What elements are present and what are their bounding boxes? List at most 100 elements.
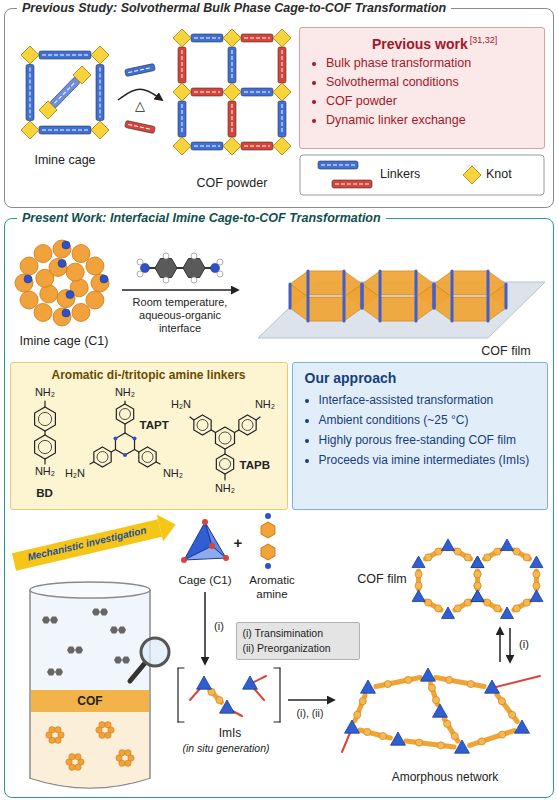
illustration-part [173,137,191,155]
illustration-part [163,277,169,283]
bullet-item: Interface-assisted transformation [319,393,494,407]
amine-group: H₂N [171,398,191,410]
figure-label: Imine cage (C1) [20,334,109,348]
illustration-part [217,259,223,265]
illustration-part [20,291,38,309]
illustration-part [278,47,286,83]
illustration-part [72,303,90,321]
illustration-part [191,88,223,96]
illustration-part [122,289,238,291]
figure-label-holder: Aromatic amine [242,574,302,602]
illustration-part [55,82,76,104]
illustration-part [376,678,420,687]
illustration-part [380,271,416,295]
amine-group: NH₂ [35,465,55,477]
bullet-item-holder: Bulk phase transformation [326,54,536,73]
reference-number-holder: [31,32] [470,34,498,46]
amine-group-holder: NH₂ [30,465,60,478]
illustration-part [497,694,517,721]
illustration-part [173,29,191,47]
illustration-part [428,684,435,691]
illustration-part [405,676,412,683]
linker-icon [332,180,372,188]
figure-label: Aromatic amine [249,574,294,600]
illustration-part [125,750,131,756]
illustration-part [49,727,55,733]
condition-note: Room temperature, aqueous-organic interf… [133,296,228,334]
illustration-part [86,291,104,309]
mechanism-drawing [178,513,510,722]
illustration-part [412,556,425,568]
illustration-part [452,271,488,295]
illustration-part [435,548,442,555]
illustration-part [451,271,454,295]
illustration-part [223,29,241,47]
illustration-part [487,271,490,295]
illustration-part [513,548,520,555]
illustration-part [354,711,361,718]
illustration-part [318,161,358,169]
illustration-part [38,412,51,425]
illustration-part [471,556,484,568]
illustration-part [498,698,505,705]
illustration-part [242,420,253,431]
illustration-part [380,297,416,321]
box-heading: Our approach [305,370,397,386]
linker-icon [50,77,81,108]
figure-label-holder: COF film [466,344,546,359]
illustration-part [119,750,125,756]
amine-group-holder: H₂N [166,398,196,411]
linker-icon [228,101,236,137]
illustration-part [436,677,484,686]
illustration-part [223,137,241,155]
illustration-part [343,297,346,321]
illustration-part [137,259,143,265]
bullet-item-holder: Solvothermal conditions [326,73,536,92]
amine-group-holder: NH₂ [250,398,280,411]
illustration-part [155,258,177,277]
illustration-part [73,66,91,84]
compound-name-holder: TAPB [240,458,270,472]
compound-name: TAPT [140,419,169,431]
bullet-item-holder: Ambient conditions (~25 °C) [319,412,539,428]
illustration-part [412,590,425,602]
linker-icon [96,65,104,121]
arrow-caption-holder: Mechanistic investigation [13,521,162,567]
illustration-part [282,104,283,134]
illustration-part [122,657,130,664]
illustration-part [307,271,310,295]
illustration-part [191,34,223,42]
illustration-part [274,667,280,668]
illustration-part [142,452,153,463]
illustration-part [362,284,380,321]
illustration-part [273,83,291,101]
illustration-part [39,126,91,134]
panel-heading-holder: Previous Study: Solvothermal Bulk Phase … [17,0,451,16]
illustration-part [232,104,233,134]
illustration-part [244,146,270,147]
figure-label: Amorphous network [392,770,499,784]
illustration-part [75,764,81,770]
bullet-item-holder: Dynamic linker exchange [326,111,536,130]
step-number-holder: (i) [209,620,229,633]
illustration-part [194,92,220,93]
plus-sign: + [234,534,243,551]
legend-item: Knot [486,167,512,182]
illustration-part [62,241,70,249]
illustration-part [211,264,220,273]
illustration-part [31,690,149,712]
linker-icon [26,65,34,121]
linker-icon [191,142,223,150]
illustration-part [492,676,540,688]
illustration-part [42,55,88,56]
step-label: (i) Transimination [243,627,324,639]
illustration-part [72,245,90,263]
amine-group-holder: NH₂ [210,482,240,495]
illustration-part [190,417,194,420]
illustration-part [509,628,511,662]
bullet-item: Highly porous free-standing COF film [319,433,516,447]
illustration-part [452,297,488,321]
linker-icon [125,120,156,133]
amine-group: H₂N [65,467,85,479]
illustration-part [290,284,308,321]
